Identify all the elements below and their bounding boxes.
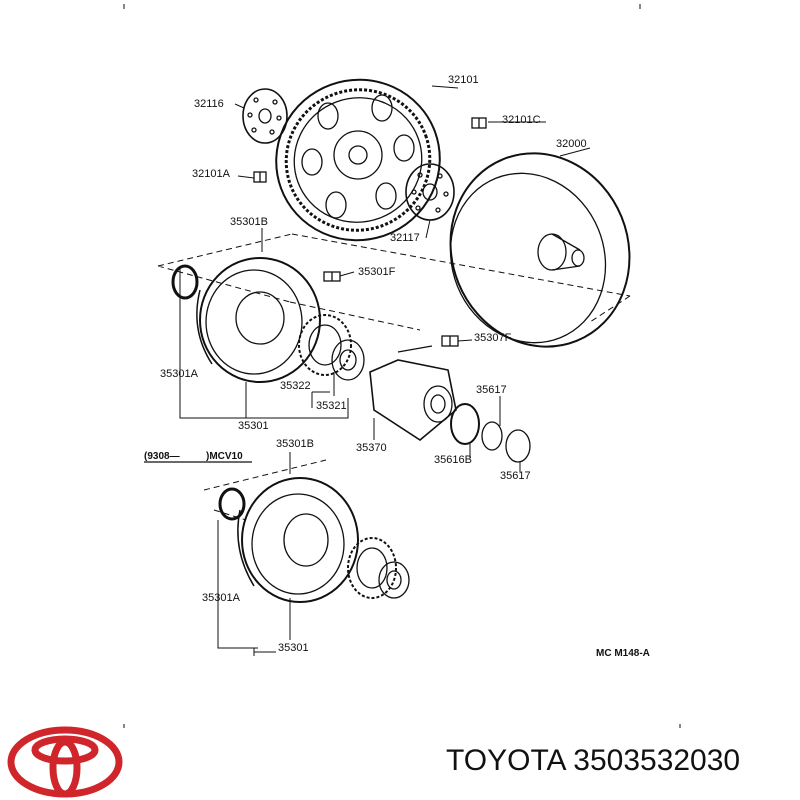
pump-gears-lower bbox=[347, 537, 410, 599]
callout-35321: 35321 bbox=[316, 400, 347, 412]
bolt-32101c bbox=[471, 117, 487, 129]
stator-shaft-35370 bbox=[369, 345, 457, 441]
callout-32101: 32101 bbox=[448, 74, 479, 86]
range-start-label: (9308— bbox=[144, 451, 180, 462]
callout-32101c: 32101C bbox=[502, 114, 541, 126]
range-end-label: )MCV10 bbox=[206, 451, 243, 462]
spacer-plate-32116 bbox=[242, 88, 288, 144]
toyota-logo bbox=[7, 726, 123, 798]
callout-35301b-bottom: 35301B bbox=[276, 438, 314, 450]
brand-name: TOYOTA bbox=[446, 744, 565, 777]
bolt-32101a bbox=[253, 171, 267, 183]
footer-part-label: TOYOTA 3503532030 bbox=[446, 744, 740, 778]
callout-32117: 32117 bbox=[390, 232, 420, 244]
oil-pump-body-upper bbox=[171, 257, 321, 383]
callout-35301a-bottom: 35301A bbox=[202, 592, 240, 604]
bolt-35307f bbox=[441, 335, 459, 347]
callout-35301a-top: 35301A bbox=[160, 368, 198, 380]
callout-35370: 35370 bbox=[356, 442, 387, 454]
leader-lines bbox=[179, 85, 591, 656]
assembly-guide-upper bbox=[157, 233, 631, 331]
callout-35307f: 35307F bbox=[474, 332, 512, 344]
callout-35616b: 35616B bbox=[434, 454, 472, 466]
torque-converter-32000 bbox=[449, 152, 631, 348]
assembly-guide-lower bbox=[203, 459, 327, 521]
diagram-code: MC M148-A bbox=[596, 648, 650, 659]
spacer-plate-32117 bbox=[405, 163, 455, 221]
oil-pump-body-lower bbox=[218, 477, 359, 603]
ring-35617-a bbox=[481, 421, 503, 451]
seal-35616b bbox=[450, 403, 480, 445]
callout-32116: 32116 bbox=[194, 98, 224, 110]
callout-35301b-top: 35301B bbox=[230, 216, 268, 228]
callout-35301-top: 35301 bbox=[238, 420, 269, 432]
callout-35617-b: 35617 bbox=[500, 470, 531, 482]
part-number: 3503532030 bbox=[573, 744, 741, 777]
pump-gears-upper bbox=[298, 314, 365, 381]
callout-35617-a: 35617 bbox=[476, 384, 507, 396]
callout-35322: 35322 bbox=[280, 380, 311, 392]
callout-32101a: 32101A bbox=[192, 168, 230, 180]
callout-35301f: 35301F bbox=[358, 266, 396, 278]
callout-32000: 32000 bbox=[556, 138, 587, 150]
bolt-35301f bbox=[323, 271, 341, 282]
drive-plate-32101 bbox=[275, 78, 441, 242]
callout-35301-bottom: 35301 bbox=[278, 642, 309, 654]
ring-35617-b bbox=[505, 429, 531, 463]
